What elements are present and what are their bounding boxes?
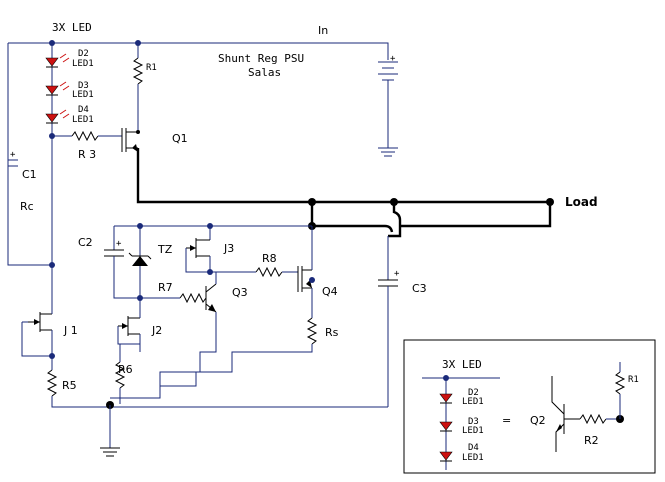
svg-text:R5: R5	[62, 379, 77, 392]
svg-text:Rc: Rc	[20, 200, 34, 213]
svg-text:+: +	[116, 239, 122, 249]
svg-text:+: +	[390, 54, 396, 64]
transistor-q3: Q3	[110, 272, 248, 399]
svg-text:D2: D2	[78, 49, 89, 59]
resistor-r8: R8	[214, 252, 298, 278]
svg-text:+: +	[394, 269, 400, 279]
svg-text:R 3: R 3	[78, 148, 96, 161]
svg-text:LED1: LED1	[462, 397, 484, 407]
svg-text:D2: D2	[468, 388, 479, 398]
svg-text:Q2: Q2	[530, 414, 546, 427]
svg-text:Q4: Q4	[322, 285, 338, 298]
svg-text:TZ: TZ	[157, 243, 173, 256]
inset-heading: 3X LED	[442, 358, 482, 371]
svg-text:D3: D3	[78, 81, 89, 91]
svg-text:D4: D4	[78, 105, 89, 115]
transistor-q4: Q4	[297, 226, 338, 318]
input-battery: + In	[318, 24, 398, 157]
svg-text:LED1: LED1	[72, 90, 94, 100]
svg-text:J2: J2	[151, 324, 162, 337]
svg-text:LED1: LED1	[72, 59, 94, 69]
jfet-j1: J 1	[21, 265, 78, 370]
transistor-q1: Q1	[121, 128, 550, 204]
resistor-r3: R 3	[52, 130, 122, 161]
inset-led-d3: D3 LED1	[439, 417, 484, 436]
top-rail	[7, 40, 389, 266]
resistor-r7: R7	[140, 281, 207, 304]
svg-text:R7: R7	[158, 281, 173, 294]
svg-text:Q3: Q3	[232, 286, 248, 299]
reference-network: + C2 TZ	[78, 223, 312, 301]
input-label: In	[318, 24, 328, 37]
capacitor-c3: + C3	[378, 236, 427, 407]
jfet-j2: J2	[117, 298, 162, 352]
resistor-rs: Rs	[110, 317, 339, 399]
led-d2: D2 LED1	[45, 49, 94, 69]
schematic-author: Salas	[248, 66, 281, 79]
inset-led-d2: D2 LED1	[439, 388, 484, 407]
led-string: 3X LED D2 LED1 D3 LED1 D4 LED1	[45, 21, 94, 268]
resistor-r5: R5	[46, 369, 388, 408]
svg-text:+: +	[10, 150, 16, 160]
resistor-r6: R6	[114, 344, 133, 404]
schematic-title: Shunt Reg PSU	[218, 52, 304, 65]
svg-text:R8: R8	[262, 252, 277, 265]
load-label: Load	[565, 195, 598, 209]
svg-text:Rs: Rs	[325, 326, 339, 339]
svg-text:R1: R1	[146, 63, 157, 73]
led-d3: D3 LED1	[45, 81, 94, 100]
svg-text:C1: C1	[22, 168, 37, 181]
svg-text:R2: R2	[584, 434, 599, 447]
svg-text:LED1: LED1	[72, 115, 94, 125]
svg-text:LED1: LED1	[462, 426, 484, 436]
inset-equals: =	[502, 414, 511, 427]
inset-led-d4: D4 LED1	[439, 443, 484, 463]
jfet-j3: J3	[185, 226, 234, 275]
capacitor-c1: + C1 Rc	[8, 150, 37, 213]
svg-text:C2: C2	[78, 236, 93, 249]
svg-text:D3: D3	[468, 417, 479, 427]
svg-text:D4: D4	[468, 443, 479, 453]
svg-text:Q1: Q1	[172, 132, 188, 145]
output-bus: Load	[308, 195, 598, 238]
svg-text:R1: R1	[628, 375, 639, 385]
svg-text:J3: J3	[223, 242, 234, 255]
svg-text:LED1: LED1	[462, 453, 484, 463]
ground-node	[100, 401, 120, 457]
resistor-r1: R1	[132, 43, 157, 132]
led-string-heading: 3X LED	[52, 21, 92, 34]
svg-text:J 1: J 1	[63, 324, 78, 337]
svg-text:C3: C3	[412, 282, 427, 295]
svg-text:R6: R6	[118, 363, 133, 376]
led-d4: D4 LED1	[45, 105, 94, 125]
inset-led-equivalent: 3X LED D2 LED1 D3 LED1 D4 LED1 = Q2	[403, 339, 656, 474]
